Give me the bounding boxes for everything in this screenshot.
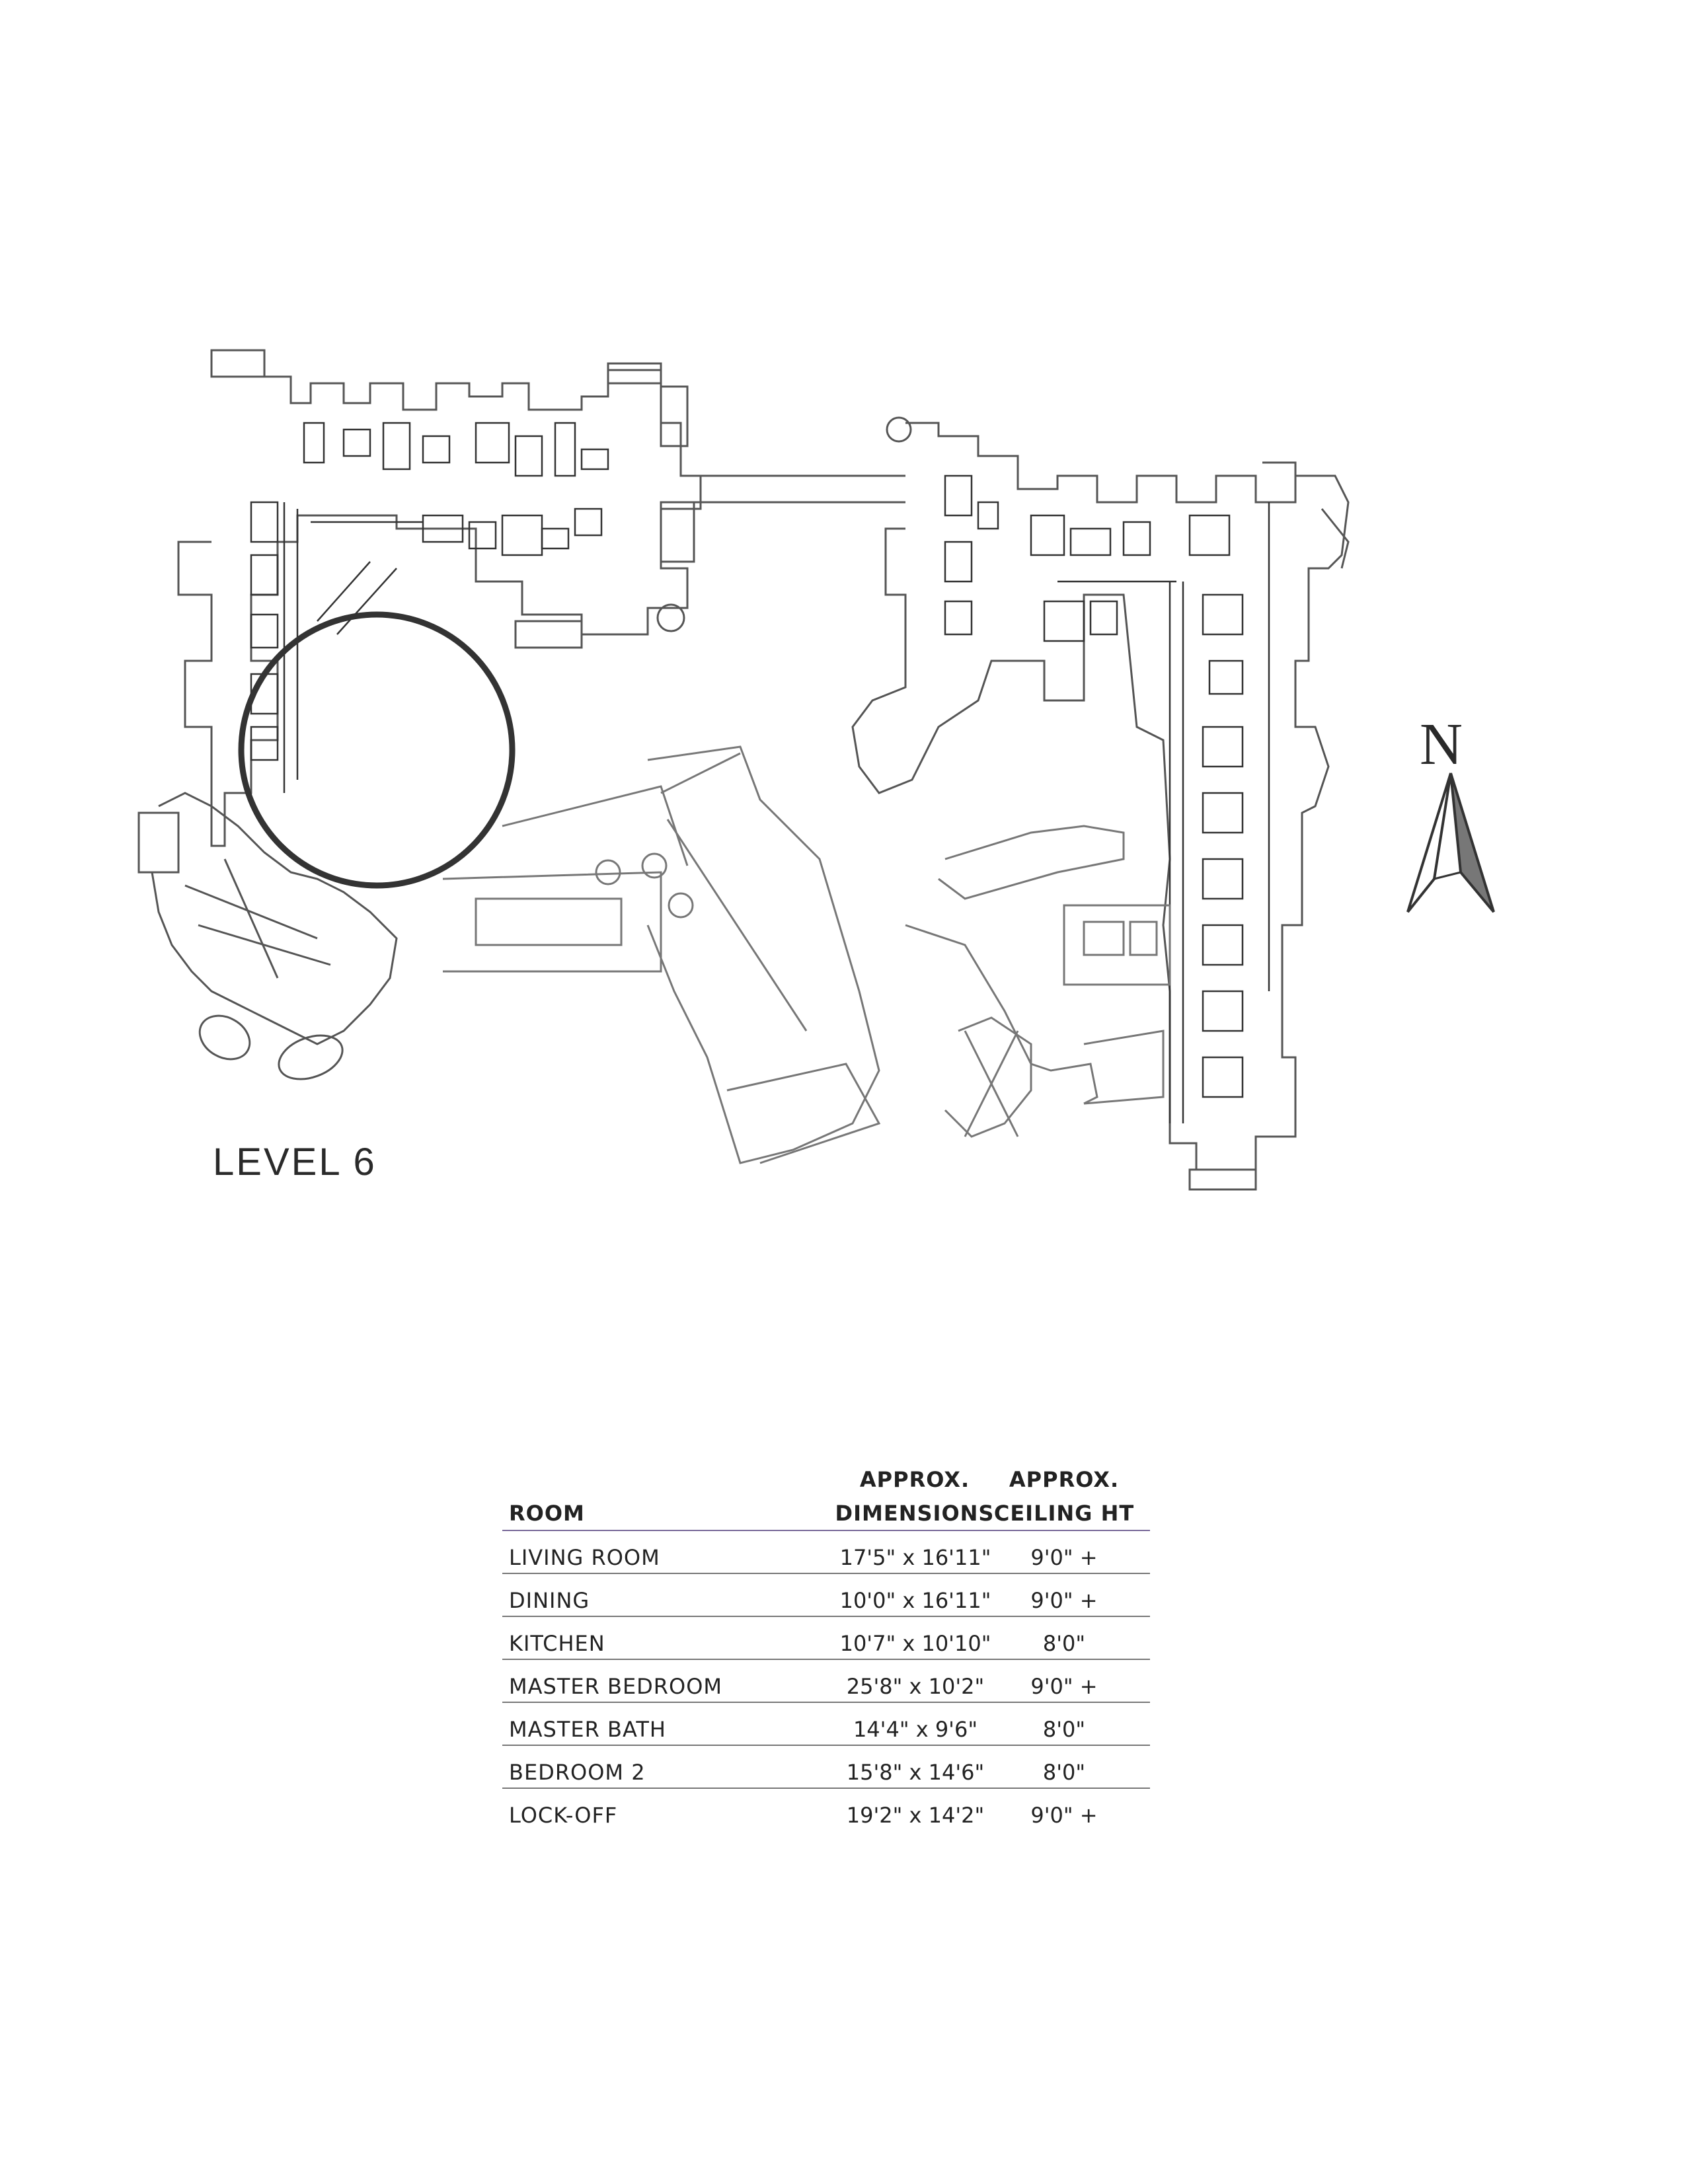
room-name: MASTER BATH	[509, 1717, 666, 1742]
room-ceiling: 8'0"	[1042, 1717, 1086, 1742]
room-dimensions: 14'4" x 9'6"	[853, 1717, 978, 1742]
room-name: MASTER BEDROOM	[509, 1674, 723, 1699]
room-dimensions: 25'8" x 10'2"	[846, 1674, 985, 1699]
level-label: LEVEL 6	[213, 1141, 377, 1184]
room-dimensions: 17'5" x 16'11"	[839, 1545, 991, 1570]
room-name: LOCK-OFF	[509, 1803, 618, 1828]
table-row: BEDROOM 2 15'8" x 14'6" 8'0"	[502, 1746, 1150, 1789]
table-row: MASTER BATH 14'4" x 9'6" 8'0"	[502, 1703, 1150, 1746]
bridge-connector	[681, 474, 905, 504]
east-amenity	[905, 825, 1171, 1138]
east-wing-details	[944, 474, 1270, 1123]
table-row: MASTER BEDROOM 25'8" x 10'2" 9'0" +	[502, 1660, 1150, 1703]
table-row: DINING 10'0" x 16'11" 9'0" +	[502, 1574, 1150, 1617]
room-name: KITCHEN	[509, 1631, 605, 1656]
table-row: KITCHEN 10'7" x 10'10" 8'0"	[502, 1617, 1150, 1660]
room-ceiling: 9'0" +	[1030, 1588, 1098, 1613]
room-dimensions: 15'8" x 14'6"	[846, 1760, 985, 1785]
floor-plan	[137, 349, 1495, 1191]
header-dimensions-line1: APPROX.	[859, 1467, 970, 1492]
room-dimensions: 10'0" x 16'11"	[839, 1588, 991, 1613]
header-ceiling-line1: APPROX.	[1009, 1467, 1120, 1492]
table-header: ROOM APPROX. DIMENSIONS APPROX. CEILING …	[502, 1467, 1150, 1531]
table-row: LIVING ROOM 17'5" x 16'11" 9'0" +	[502, 1531, 1150, 1574]
room-dimensions-table: ROOM APPROX. DIMENSIONS APPROX. CEILING …	[502, 1467, 1150, 1830]
west-wing-details	[250, 422, 609, 793]
header-dimensions-line2: DIMENSIONS	[835, 1501, 995, 1526]
header-room: ROOM	[509, 1501, 585, 1526]
room-ceiling: 9'0" +	[1030, 1545, 1098, 1570]
west-wing	[177, 349, 702, 847]
room-name: BEDROOM 2	[509, 1760, 646, 1785]
room-name: DINING	[509, 1588, 590, 1613]
header-ceiling-line2: CEILING HT	[993, 1501, 1135, 1526]
room-ceiling: 9'0" +	[1030, 1803, 1098, 1828]
pool-deck	[442, 745, 881, 1164]
room-dimensions: 10'7" x 10'10"	[839, 1631, 991, 1656]
southwest-wing	[137, 792, 398, 1080]
east-wing	[851, 416, 1350, 1191]
table-row: LOCK-OFF 19'2" x 14'2" 9'0" +	[502, 1789, 1150, 1830]
room-ceiling: 8'0"	[1042, 1760, 1086, 1785]
room-ceiling: 8'0"	[1042, 1631, 1086, 1656]
north-arrow-icon	[1406, 772, 1495, 913]
room-ceiling: 9'0" +	[1030, 1674, 1098, 1699]
room-name: LIVING ROOM	[509, 1545, 660, 1570]
north-label: N	[1420, 712, 1463, 777]
unit-highlight-circle	[238, 611, 516, 889]
room-dimensions: 19'2" x 14'2"	[846, 1803, 985, 1828]
